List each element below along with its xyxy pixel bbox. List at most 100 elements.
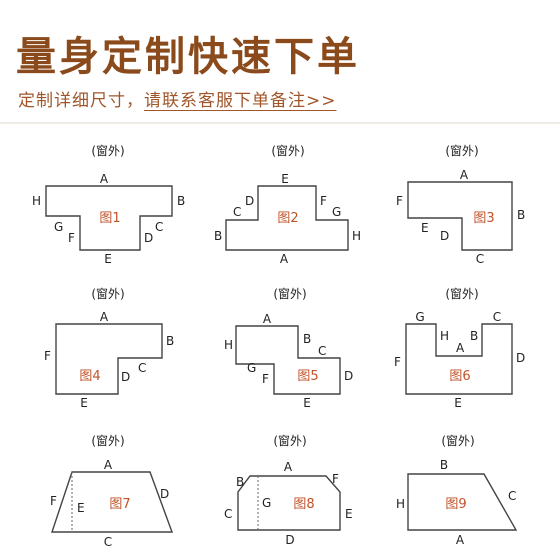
diagram-2-label: F [320, 194, 327, 208]
diagram-4-label: C [138, 361, 146, 375]
diagram-1-outline [45, 185, 173, 251]
diagram-8-label: D [285, 533, 294, 547]
diagram-5-label: A [263, 312, 272, 326]
diagram-6-outline [405, 323, 513, 395]
diagram-2-caption: (窗外) [271, 144, 304, 158]
diagram-7-label: E [77, 501, 85, 515]
diagram-3-figure-label: 图3 [473, 211, 494, 226]
diagram-6-label: C [493, 310, 501, 324]
diagram-8-label: B [236, 475, 244, 489]
diagram-5-label: D [344, 369, 353, 383]
diagram-9-outline [407, 473, 518, 531]
diagram-4-label: D [121, 370, 130, 384]
diagram-2-label: H [352, 229, 361, 243]
diagram-3-caption: (窗外) [445, 144, 478, 158]
diagram-2-label: D [245, 194, 254, 208]
diagram-1-label: D [144, 231, 153, 245]
diagram-7-label: D [160, 487, 169, 501]
diagram-9-label: A [456, 533, 465, 547]
diagram-2-label: B [214, 229, 222, 243]
subtitle-prefix: 定制详细尺寸， [18, 91, 144, 111]
diagram-5-label: E [303, 396, 311, 410]
diagram-1: (窗外) 图1 A B C D E F G H [32, 144, 185, 266]
diagram-6-label: A [456, 341, 465, 355]
diagram-5: (窗外) 图5 A H B C G F D E [224, 287, 353, 410]
diagram-9-label: B [440, 458, 448, 472]
diagram-6-label: H [440, 329, 449, 343]
diagram-4-caption: (窗外) [91, 287, 124, 301]
header: 量身定制快速下单 定制详细尺寸，请联系客服下单备注>> [0, 0, 560, 120]
diagram-9-label: H [396, 497, 405, 511]
diagram-1-label: H [32, 194, 41, 208]
diagram-2-label: E [281, 172, 289, 186]
diagram-7-outline [51, 471, 174, 533]
diagram-2: (窗外) 图2 E D F C G B H A [214, 144, 361, 266]
diagram-4-figure-label: 图4 [79, 369, 100, 384]
diagram-8-label: F [332, 472, 339, 486]
diagram-4-label: F [44, 349, 51, 363]
diagram-3-label: D [440, 229, 449, 243]
diagram-2-label: C [233, 205, 241, 219]
diagram-5-label: F [262, 372, 269, 386]
diagram-2-label: G [332, 205, 341, 219]
diagram-7-label: F [50, 494, 57, 508]
diagram-9-caption: (窗外) [441, 434, 474, 448]
diagram-1-label: B [177, 194, 185, 208]
diagram-8-label: C [224, 507, 232, 521]
diagram-3: (窗外) 图3 A F B E D C [396, 144, 525, 266]
diagram-8-caption: (窗外) [273, 434, 306, 448]
diagram-1-label: A [100, 172, 109, 186]
subtitle: 定制详细尺寸，请联系客服下单备注>> [18, 86, 337, 111]
diagram-2-figure-label: 图2 [277, 211, 298, 226]
diagram-8-outline [237, 475, 341, 531]
diagram-1-figure-label: 图1 [99, 211, 120, 226]
contact-service-link[interactable]: 请联系客服下单备注>> [144, 91, 337, 111]
diagram-8-label: G [262, 496, 271, 510]
diagram-9: (窗外) 图9 B H C A [396, 434, 518, 547]
diagram-9-figure-label: 图9 [445, 497, 466, 512]
diagram-5-label: C [318, 344, 326, 358]
diagram-5-outline [235, 325, 341, 395]
diagram-4-label: B [166, 334, 174, 348]
header-divider [0, 122, 560, 124]
diagram-1-caption: (窗外) [91, 144, 124, 158]
diagram-1-label: F [68, 231, 75, 245]
diagram-4-outline [55, 323, 163, 395]
diagram-4-label: A [100, 310, 109, 324]
diagram-6-label: G [415, 310, 424, 324]
diagram-2-outline [225, 185, 349, 251]
diagram-8-label: A [284, 460, 293, 474]
diagram-8-label: E [345, 507, 353, 521]
diagram-3-label: B [517, 208, 525, 222]
diagram-5-figure-label: 图5 [297, 369, 318, 384]
diagram-3-outline [407, 181, 513, 251]
diagram-4-label: E [80, 396, 88, 410]
diagram-6-label: F [394, 355, 401, 369]
diagram-7: (窗外) 图7 A F E D C [50, 434, 174, 549]
diagram-7-caption: (窗外) [91, 434, 124, 448]
diagram-5-label: G [247, 361, 256, 375]
diagram-1-label: G [54, 220, 63, 234]
diagram-3-label: C [476, 252, 484, 266]
diagram-5-label: B [303, 332, 311, 346]
diagram-7-label: A [104, 458, 113, 472]
diagram-1-label: C [155, 220, 163, 234]
page-title: 量身定制快速下单 [16, 34, 360, 80]
diagram-1-label: E [104, 252, 112, 266]
diagram-3-label: F [396, 194, 403, 208]
diagram-4: (窗外) 图4 A B F C D E [44, 287, 174, 410]
diagram-6-label: E [454, 396, 462, 410]
diagram-7-figure-label: 图7 [109, 497, 130, 512]
diagram-8-figure-label: 图8 [293, 497, 314, 512]
diagram-2-label: A [280, 252, 289, 266]
diagram-3-label: E [421, 221, 429, 235]
diagram-5-caption: (窗外) [273, 287, 306, 301]
diagram-8: (窗外) 图8 B A F G C E D [224, 434, 353, 547]
diagram-7-label: C [104, 535, 112, 549]
diagram-6-label: B [470, 329, 478, 343]
diagram-6-figure-label: 图6 [449, 369, 470, 384]
diagram-6-caption: (窗外) [445, 287, 478, 301]
diagram-6-label: D [516, 351, 525, 365]
diagram-5-label: H [224, 338, 233, 352]
